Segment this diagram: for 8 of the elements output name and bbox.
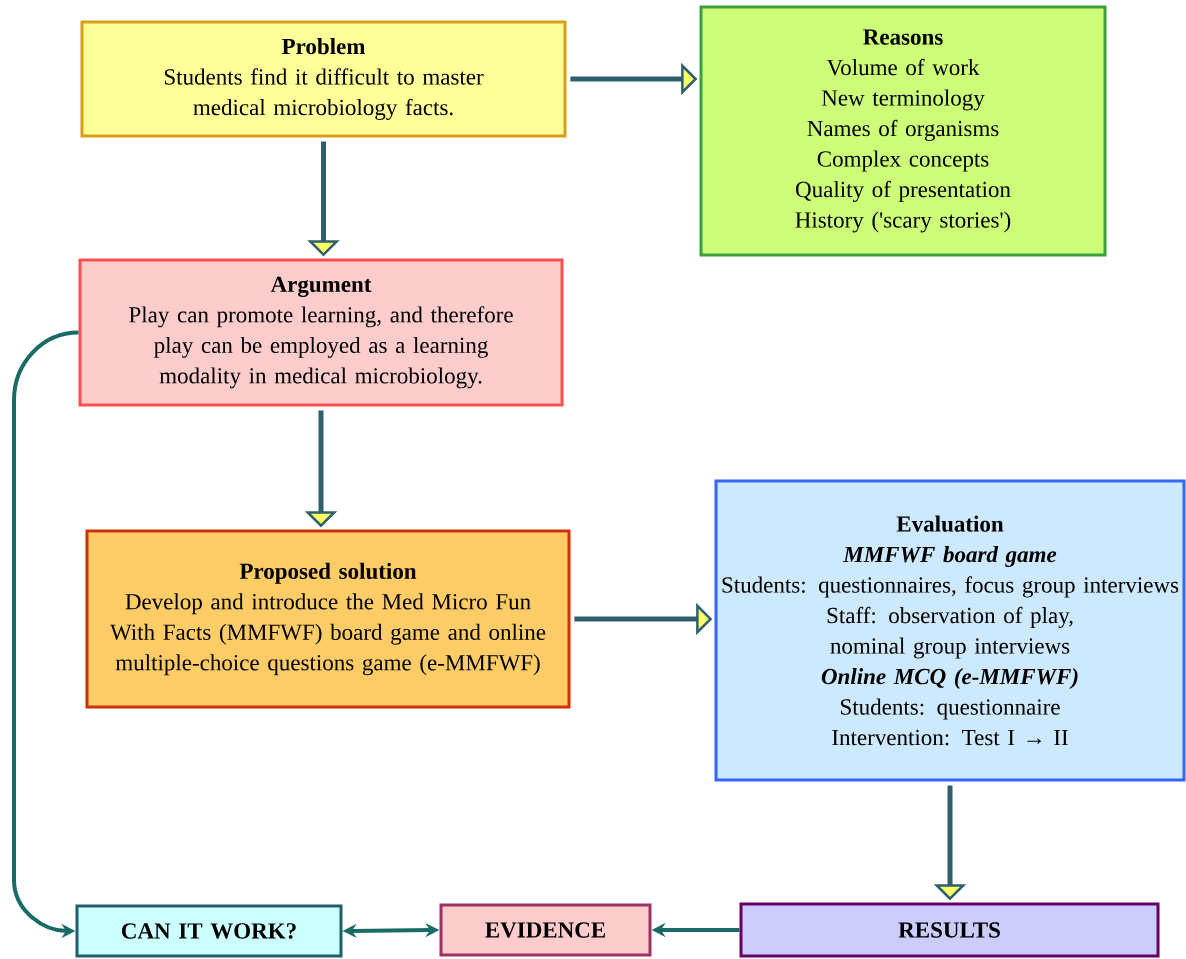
label-box: EVIDENCE (439, 903, 652, 957)
process-box: Problem Students find it difficult to master medical microbiology facts. (80, 20, 567, 138)
label-box: CAN IT WORK? (75, 904, 343, 958)
process-box: Evaluation MMFWF board game Students: questionnaires, focus group interviews Staff: observation of play, nominal group interviews Online MCQ (e-MMFWF) Students: questionnaire Intervention: Test I → II (714, 479, 1186, 782)
process-box: Proposed solution Develop and introduce the Med Micro Fun With Facts (MMFWF) board game and online multiple-choice questions game (e-MMFWF) (85, 529, 571, 709)
process-box: Argument Play can promote learning, and therefore play can be employed as a learning modality in medical microbiology. (78, 258, 564, 407)
label-box: RESULTS (739, 902, 1160, 958)
process-box: Reasons Volume of work New terminology Names of organisms Complex concepts Quality of presentation History ('scary stories') (699, 5, 1107, 257)
